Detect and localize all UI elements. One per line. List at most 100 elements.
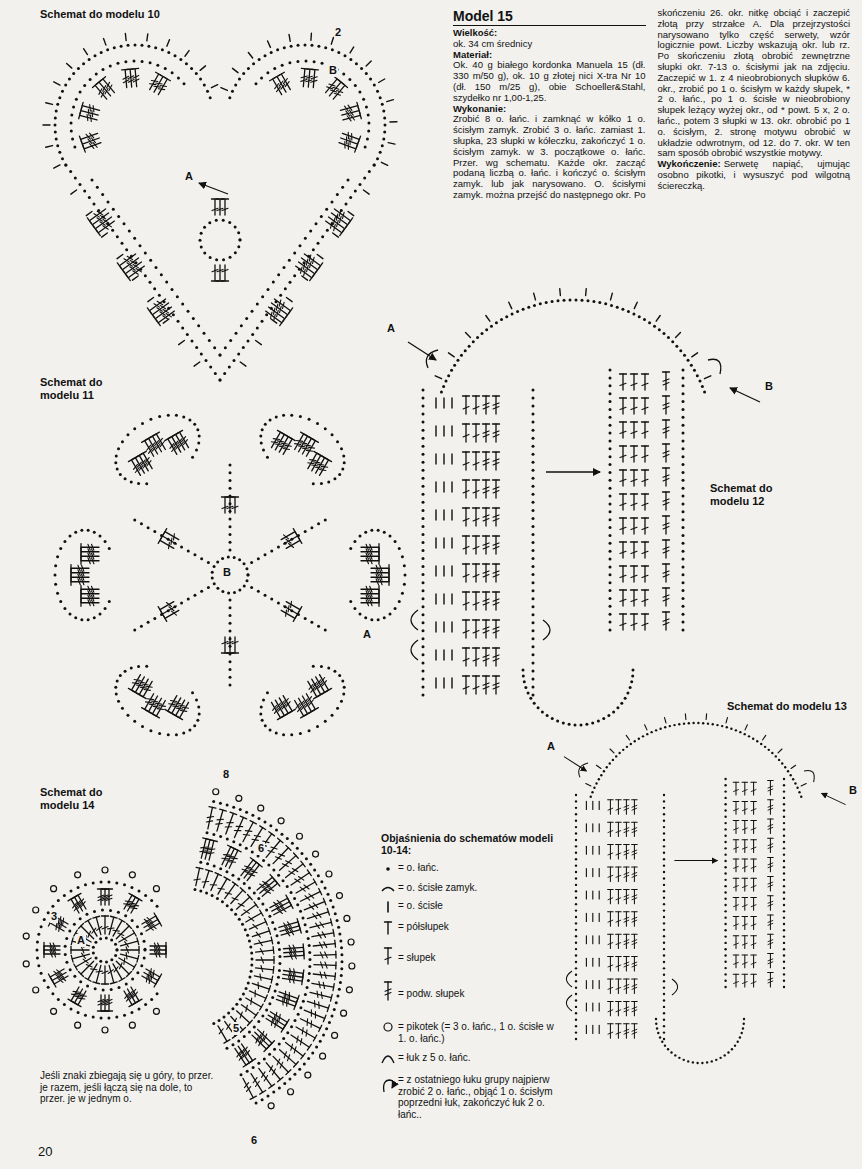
- chain-dot: [532, 509, 535, 512]
- chain-dot: [61, 157, 64, 160]
- chain-dot: [211, 577, 214, 580]
- chain-dot: [557, 299, 560, 302]
- chain-dot: [190, 67, 193, 70]
- stitch-symbol: [483, 620, 490, 638]
- stitch-symbol: [463, 424, 470, 442]
- chain-dot: [422, 549, 425, 552]
- chain-dot: [119, 473, 122, 476]
- chain-dot: [317, 45, 320, 48]
- single-crochet-mark: [132, 276, 138, 280]
- chain-dot: [422, 661, 425, 664]
- chain-dot: [266, 71, 269, 74]
- stitch-bar: [170, 701, 176, 702]
- chain-dot: [606, 766, 608, 768]
- stitch-symbol: [222, 199, 229, 215]
- chain-dot: [106, 48, 109, 51]
- chain-dot: [682, 613, 685, 616]
- chain-dot: [365, 105, 368, 108]
- chain-dot: [213, 565, 216, 568]
- stitch-bar: [91, 115, 92, 121]
- chain-dot: [575, 299, 578, 302]
- stitch-symbol: [128, 675, 140, 692]
- chain-dot: [153, 617, 156, 620]
- stitch-symbol: [663, 564, 670, 582]
- chain-dot: [325, 208, 328, 211]
- chain-dot: [221, 557, 224, 560]
- chain-dot: [595, 782, 597, 784]
- chain-dot: [532, 661, 535, 664]
- chain-dot: [642, 735, 644, 737]
- single-crochet-mark: [86, 212, 92, 216]
- chain-dot: [609, 424, 612, 427]
- chain-dot: [116, 62, 119, 65]
- chain-dot: [682, 432, 685, 435]
- chain-dot: [297, 44, 300, 47]
- chain-dot: [389, 612, 392, 615]
- chain-dot: [422, 509, 425, 512]
- chain-dot: [598, 778, 600, 780]
- chain-dot: [532, 645, 535, 648]
- chain-dot: [663, 819, 665, 821]
- chain-dot: [102, 68, 105, 71]
- chain-dot: [299, 415, 302, 418]
- single-crochet-mark: [610, 749, 614, 753]
- stitch-bar: [319, 470, 325, 471]
- chain-dot: [609, 518, 612, 521]
- stitch-bar: [300, 443, 306, 444]
- stitch-symbol: [463, 508, 470, 526]
- chain-dot: [261, 295, 264, 298]
- chain-dot: [389, 535, 392, 538]
- chain-dot: [260, 441, 263, 444]
- chain-dot: [133, 629, 136, 632]
- chain-dot: [139, 244, 142, 247]
- chain-dot: [632, 312, 635, 315]
- chain-dot: [532, 637, 535, 640]
- chain-dot: [229, 629, 232, 632]
- chain-dot: [209, 365, 212, 368]
- chain-dot: [133, 519, 136, 522]
- stitch-bar: [291, 601, 292, 607]
- chain-dot: [370, 618, 373, 621]
- stitch-symbol: [642, 590, 649, 606]
- chain-dot: [663, 1031, 665, 1033]
- chain-dot: [181, 326, 184, 329]
- chain-dot: [149, 281, 152, 284]
- stitch-symbol: [473, 452, 480, 470]
- chain-dot: [124, 60, 127, 63]
- chain-dot: [164, 67, 167, 70]
- chain-dot: [663, 794, 665, 796]
- chain-dot: [221, 590, 224, 593]
- stitch-symbol: [624, 934, 630, 948]
- chain-dot: [205, 359, 208, 362]
- chain-dot: [453, 364, 456, 367]
- stitch-symbol: [128, 458, 140, 475]
- single-crochet-mark: [586, 784, 591, 786]
- chain-dot: [342, 454, 345, 457]
- chain-dot: [195, 72, 198, 75]
- chain-dot: [349, 547, 352, 550]
- chain-dot: [200, 245, 203, 248]
- chain-dot: [353, 607, 356, 610]
- chain-dot: [781, 762, 783, 764]
- chain-dot: [618, 752, 620, 754]
- chain-dot: [229, 622, 232, 625]
- stitch-bar: [340, 216, 342, 222]
- stitch-symbol: [663, 612, 670, 630]
- single-crochet-mark: [211, 85, 217, 88]
- stitch-symbol: [81, 586, 99, 593]
- stitch-stem: [81, 133, 98, 139]
- stitch-symbol: [620, 422, 627, 438]
- chain-dot: [93, 616, 96, 619]
- chain-dot: [266, 691, 269, 694]
- stitch-symbol: [371, 578, 389, 585]
- chain-dot: [663, 826, 665, 828]
- stitch-stem: [81, 111, 98, 116]
- stitch-bar: [283, 302, 285, 308]
- single-crochet-mark: [665, 718, 666, 723]
- stitch-bar: [304, 445, 310, 446]
- chain-dot: [333, 670, 336, 673]
- single-crochet-mark: [656, 315, 660, 321]
- stitch-symbol: [165, 696, 177, 713]
- chain-dot: [422, 397, 425, 400]
- stitch-symbol: [483, 536, 490, 554]
